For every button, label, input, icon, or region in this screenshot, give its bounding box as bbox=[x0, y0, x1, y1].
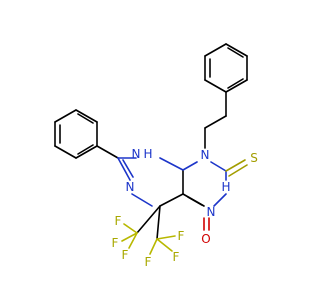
bond bbox=[121, 232, 138, 242]
atom-fluorine: F bbox=[173, 250, 180, 264]
bond bbox=[159, 193, 184, 207]
atom-n-imine: N bbox=[126, 180, 135, 194]
bond bbox=[210, 161, 227, 172]
trifluoromethyl-groups bbox=[121, 205, 176, 255]
atom-fluorine: F bbox=[145, 255, 152, 269]
bond bbox=[123, 223, 138, 234]
bond bbox=[213, 193, 227, 207]
bond bbox=[156, 205, 161, 240]
bond-inner bbox=[227, 78, 244, 89]
bond-inner bbox=[77, 113, 94, 124]
atom-nh-right-n: N bbox=[207, 205, 216, 219]
bond-thione bbox=[225, 159, 246, 172]
bond bbox=[182, 161, 198, 171]
bond bbox=[75, 145, 98, 159]
atom-fluorine: F bbox=[122, 248, 129, 262]
phenyl-ring-top bbox=[204, 43, 248, 93]
atom-fluorine: F bbox=[178, 229, 185, 243]
bond bbox=[75, 109, 98, 123]
bond bbox=[225, 43, 248, 57]
bond bbox=[204, 43, 227, 57]
bond-double bbox=[122, 159, 134, 178]
bond bbox=[54, 109, 77, 123]
bond bbox=[225, 79, 248, 93]
bond bbox=[149, 238, 158, 255]
thiouracil-ring bbox=[182, 159, 248, 231]
bond bbox=[204, 115, 227, 129]
atom-labels: N H N N H N S O F F F F F F bbox=[112, 147, 258, 269]
bond bbox=[131, 193, 153, 207]
atom-nh-right-h: H bbox=[221, 180, 230, 194]
bond-double bbox=[187, 196, 203, 206]
phenyl-ring-left bbox=[54, 109, 98, 159]
bond bbox=[136, 205, 161, 234]
bond bbox=[96, 145, 119, 159]
atom-fluorine: F bbox=[115, 214, 122, 228]
atom-nh-left-n: N bbox=[132, 147, 141, 161]
bond bbox=[54, 145, 77, 159]
bond bbox=[117, 157, 131, 181]
atom-n-alkyl: N bbox=[201, 148, 210, 162]
bond-inner bbox=[77, 144, 94, 155]
bond bbox=[159, 157, 184, 171]
molecule-structure: N H N N H N S O F F F F F F bbox=[54, 43, 258, 269]
dihydropyrimidine-ring bbox=[96, 145, 184, 207]
atom-nh-left-h: H bbox=[143, 147, 152, 161]
ethyl-linker bbox=[204, 91, 227, 149]
atom-oxygen: O bbox=[201, 232, 210, 246]
bond bbox=[156, 238, 173, 252]
bond-thione bbox=[228, 164, 248, 177]
atom-fluorine: F bbox=[112, 236, 119, 250]
atom-sulfur: S bbox=[250, 151, 258, 165]
bond-inner bbox=[227, 47, 244, 58]
bond bbox=[156, 235, 176, 240]
bond bbox=[204, 79, 227, 93]
bond bbox=[128, 232, 138, 249]
